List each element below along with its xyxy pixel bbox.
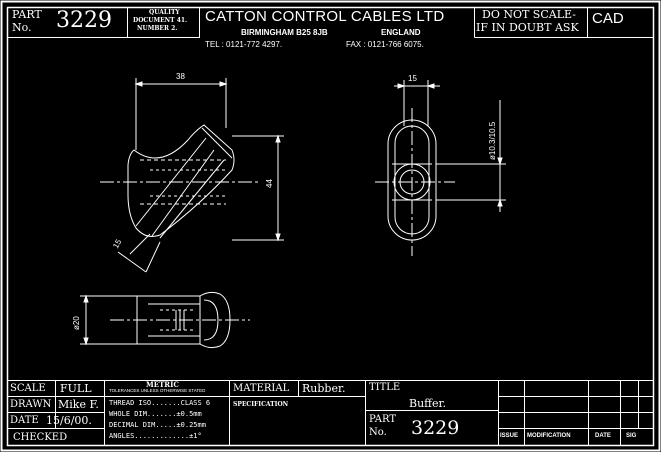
date-value: 15/6/00. bbox=[46, 414, 92, 427]
notice-line-1: DO NOT SCALE- bbox=[482, 8, 576, 21]
decimal-dimension-tolerance: DECIMAL DIM.....±0.25mm bbox=[109, 421, 206, 429]
scale-label: SCALE bbox=[10, 383, 46, 394]
part-no-label: No. bbox=[369, 427, 387, 438]
material-value: Rubber. bbox=[302, 382, 346, 395]
title-label: TITLE bbox=[369, 382, 401, 393]
end-view bbox=[375, 80, 506, 256]
drawn-value: Mike F. bbox=[58, 398, 99, 411]
company-name: CATTON CONTROL CABLES LTD bbox=[205, 8, 445, 25]
angle-tolerance: ANGLES.............±1° bbox=[109, 432, 202, 440]
date-column-label: DATE bbox=[595, 433, 611, 439]
header-no-label: No. bbox=[12, 21, 32, 34]
dimension-44: 44 bbox=[265, 179, 274, 188]
notice-line-2: IF IN DOUBT ASK bbox=[476, 21, 579, 34]
cad-label: CAD bbox=[592, 10, 624, 27]
tolerance-note: TOLERANCES UNLESS OTHERWISE STATED bbox=[109, 388, 206, 393]
header-part-number: 3229 bbox=[56, 8, 112, 33]
metric-label: METRIC bbox=[146, 380, 179, 389]
drawn-label: DRAWN bbox=[10, 399, 52, 410]
material-label: MATERIAL bbox=[233, 383, 290, 394]
header-part-label: PART bbox=[12, 8, 42, 21]
part-number: 3229 bbox=[411, 417, 460, 439]
dimension-15: 15 bbox=[408, 74, 417, 83]
company-telephone: TEL : 0121-772 4297. bbox=[205, 40, 283, 49]
specification-label: SPECIFICATION bbox=[233, 401, 289, 408]
side-view bbox=[100, 78, 284, 273]
quality-line-2: DOCUMENT 41. bbox=[133, 17, 188, 24]
dimension-diameter-range: ø10.3/10.5 bbox=[488, 121, 497, 160]
company-address-city: BIRMINGHAM B25 8JB bbox=[241, 28, 328, 37]
date-label: DATE bbox=[10, 415, 39, 426]
title-value: Buffer. bbox=[409, 397, 447, 410]
scale-value: FULL bbox=[60, 382, 92, 395]
quality-line-1: QUALITY bbox=[149, 9, 180, 16]
part-label: PART bbox=[369, 414, 397, 425]
quality-line-3: NUMBER 2. bbox=[137, 25, 178, 32]
modification-column-label: MODIFICATION bbox=[527, 433, 571, 439]
issue-column-label: ISSUE bbox=[500, 433, 519, 439]
dimension-diameter-20: ø20 bbox=[72, 316, 81, 330]
company-fax: FAX : 0121-766 6075. bbox=[346, 40, 424, 49]
signature-column-label: SIG bbox=[626, 433, 637, 439]
company-address-country: ENGLAND bbox=[381, 28, 421, 37]
plan-view bbox=[80, 291, 250, 349]
dimension-38: 38 bbox=[176, 72, 185, 81]
checked-label: CHECKED bbox=[13, 432, 68, 443]
thread-tolerance: THREAD ISO.......CLASS 6 bbox=[109, 399, 211, 407]
whole-dimension-tolerance: WHOLE DIM.......±0.5mm bbox=[109, 410, 202, 418]
